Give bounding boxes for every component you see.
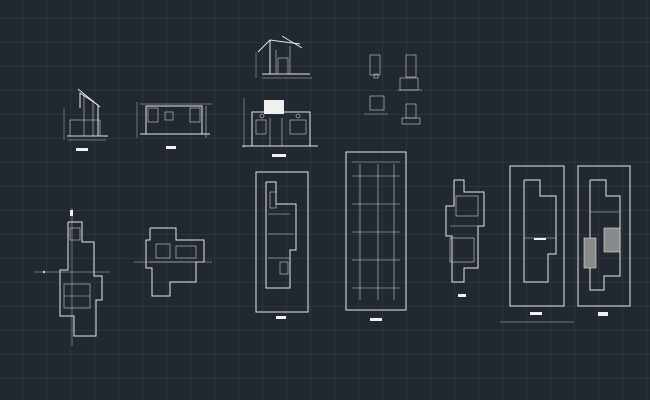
front-elevation-entrance[interactable] [242,98,318,157]
furnished-plan[interactable] [445,179,485,297]
stair-details[interactable] [364,54,422,125]
roof-plan[interactable] [500,165,574,323]
porch-roof-detail[interactable] [255,35,312,79]
floor-plan-b[interactable] [134,227,212,297]
ucs-origin-marker [42,270,46,274]
ground-floor-plan[interactable] [255,171,309,319]
side-elevation-porch[interactable] [63,88,108,151]
front-elevation-shed[interactable] [136,102,212,149]
floor-plan-a[interactable] [34,208,110,346]
site-plan[interactable] [577,165,631,316]
column-layout-plan[interactable] [345,151,407,321]
